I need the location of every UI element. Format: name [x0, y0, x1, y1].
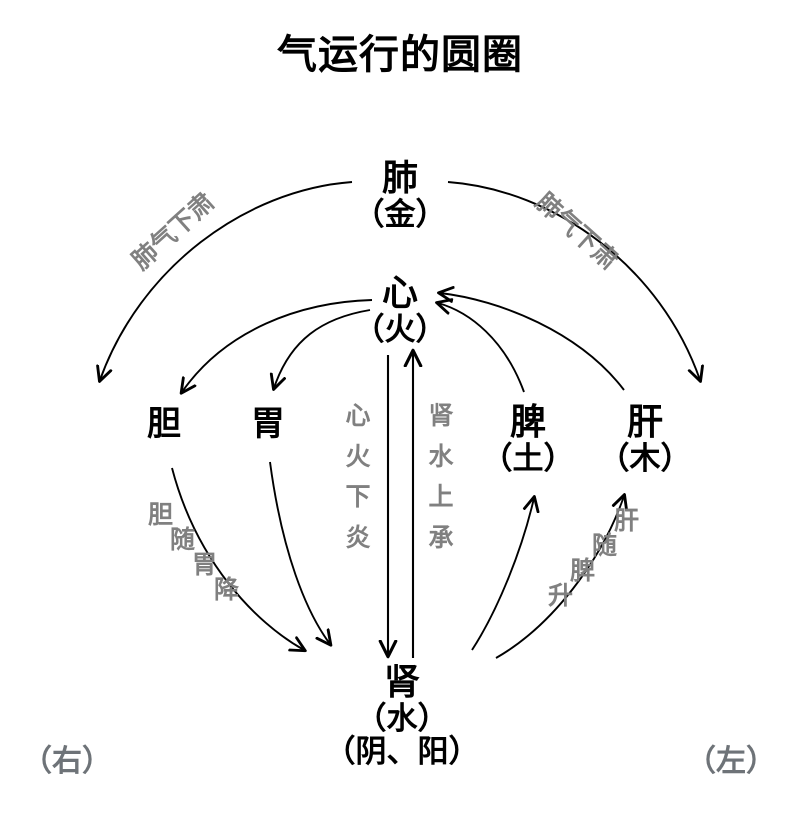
center-label-heart-fire-down-c3: 下	[345, 482, 371, 511]
node-stomach[interactable]: 胃	[251, 406, 285, 443]
node-lung-main: 肺	[381, 158, 418, 199]
arc-kidney-to-liver	[495, 496, 624, 659]
arc-liver-to-heart	[440, 293, 625, 391]
arc-heart-to-stomach	[274, 309, 371, 388]
node-liver[interactable]: 肝 （木）	[598, 402, 692, 477]
node-heart[interactable]: 心 （火）	[353, 273, 447, 348]
node-kidney-sub2: （阴、阳）	[324, 734, 480, 771]
node-heart-sub: （火）	[353, 311, 447, 348]
gall-follows-stomach-c2: 随	[170, 525, 196, 554]
gall-follows-stomach-c4: 降	[214, 575, 240, 604]
node-lung-sub: （金）	[353, 196, 447, 233]
arc-label-gall-follows-stomach: 胆 随 胃 降	[148, 502, 239, 602]
node-liver-main: 肝	[626, 402, 663, 443]
liver-follows-spleen-c4: 升	[548, 581, 574, 610]
page-title: 气运行的圆圈	[277, 32, 523, 78]
arc-kidney-to-spleen	[471, 498, 534, 651]
arc-label-liver-follows-spleen: 肝 随 脾 升	[548, 508, 639, 608]
center-label-kidney-water-up-c1: 肾	[428, 401, 454, 430]
node-kidney-sub: （水）	[355, 700, 449, 737]
center-label-heart-fire-down: 心 火 下 炎	[345, 396, 370, 558]
center-label-kidney-water-up-c3: 上	[428, 482, 454, 511]
liver-follows-spleen-c2: 随	[592, 531, 618, 560]
node-gall-main: 胆	[147, 404, 181, 444]
gall-follows-stomach-c3: 胃	[192, 550, 218, 579]
node-heart-main: 心	[381, 273, 418, 314]
arc-lung-descend-left	[100, 181, 353, 380]
center-label-kidney-water-up-c4: 承	[428, 522, 454, 552]
node-kidney-main: 肾	[383, 662, 420, 703]
arc-gall-descend	[171, 467, 304, 650]
node-stomach-main: 胃	[251, 404, 285, 444]
liver-follows-spleen-c1: 肝	[614, 506, 640, 535]
node-gall[interactable]: 胆	[147, 406, 181, 443]
arc-spleen-to-heart	[438, 303, 525, 393]
node-spleen-main: 脾	[509, 402, 546, 443]
arc-stomach-descend	[269, 461, 330, 644]
arc-lung-descend-right	[447, 181, 700, 380]
arc-heart-to-gall	[182, 299, 373, 392]
node-liver-sub: （木）	[598, 440, 692, 477]
center-label-kidney-water-up-c2: 水	[428, 441, 454, 471]
node-spleen-sub: （土）	[481, 440, 575, 477]
node-lung[interactable]: 肺 （金）	[353, 158, 447, 233]
corner-label-left-side: （左）	[686, 744, 776, 779]
liver-follows-spleen-c3: 脾	[570, 556, 596, 585]
center-label-heart-fire-down-c1: 心	[345, 401, 371, 430]
node-kidney[interactable]: 肾 （水） （阴、阳）	[324, 662, 480, 771]
node-spleen[interactable]: 脾 （土）	[481, 402, 575, 477]
center-label-heart-fire-down-c4: 炎	[345, 522, 371, 552]
gall-follows-stomach-c1: 胆	[148, 500, 174, 529]
corner-label-right-side: （右）	[22, 744, 112, 779]
center-label-heart-fire-down-c2: 火	[345, 441, 371, 471]
center-label-kidney-water-up: 肾 水 上 承	[428, 396, 453, 558]
